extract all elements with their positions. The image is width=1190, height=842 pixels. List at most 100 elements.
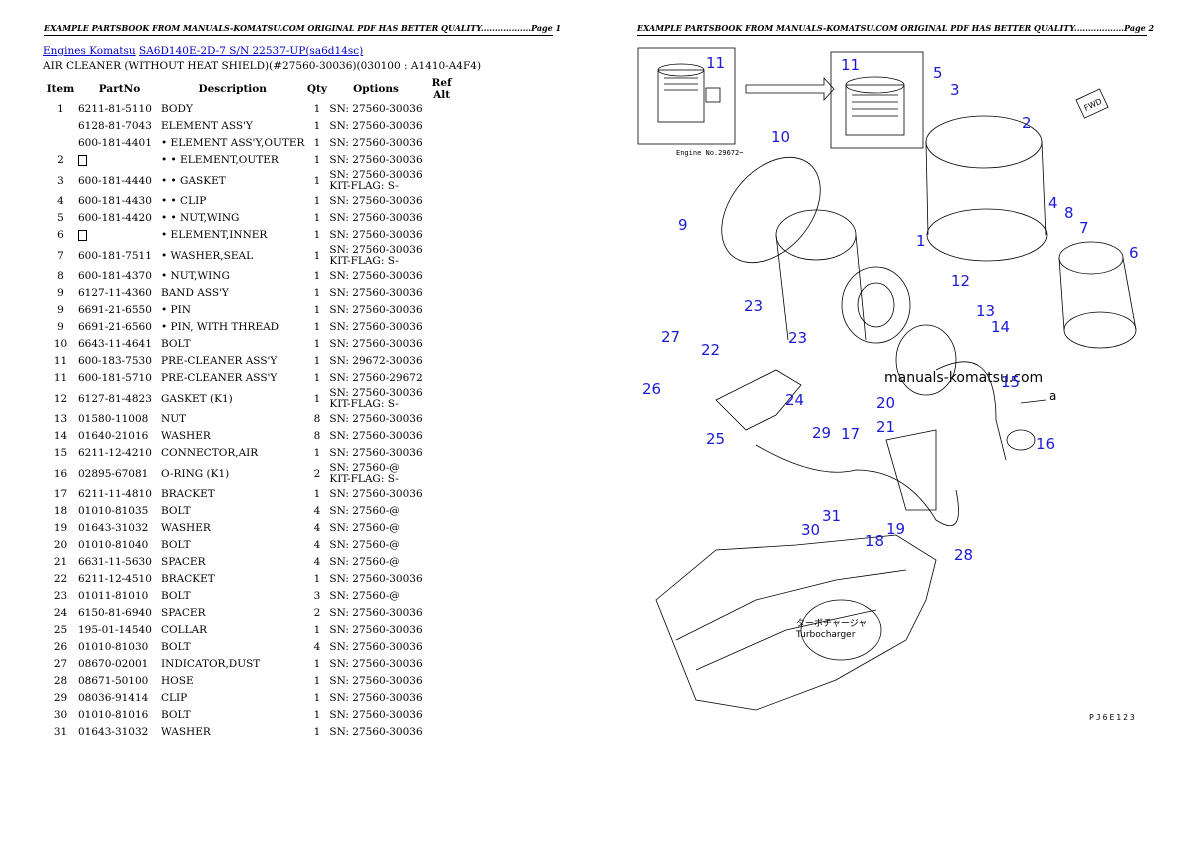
callout-28: 28	[954, 546, 973, 564]
cell-options: SN: 27560-30036	[329, 430, 423, 442]
callout-14: 14	[991, 318, 1010, 336]
cell-ref-alt	[423, 210, 461, 227]
cell-partno: 6128-81-7043	[78, 120, 152, 132]
cell-partno: 600-183-7530	[78, 355, 152, 367]
cell-ref-alt	[423, 302, 461, 319]
cell-description: SPACER	[161, 556, 206, 568]
cell-ref-alt	[423, 387, 461, 411]
inner-element-drawing	[1058, 241, 1137, 349]
page-header-right: EXAMPLE PARTSBOOK FROM MANUALS-KOMATSU.C…	[637, 23, 1154, 36]
callout-26: 26	[642, 380, 661, 398]
cell-item: 2	[57, 154, 64, 166]
cell-item: 9	[57, 304, 64, 316]
cell-description: O-RING (K1)	[161, 467, 230, 480]
cell-description: WASHER	[161, 430, 211, 442]
cell-description: • ELEMENT,INNER	[161, 229, 268, 241]
cell-partno: 600-181-4370	[78, 270, 152, 282]
precleaner-frame	[830, 51, 924, 149]
callout-24: 24	[785, 391, 804, 409]
cell-description: • ELEMENT ASS'Y,OUTER	[161, 137, 305, 149]
cell-description: INDICATOR,DUST	[161, 658, 261, 670]
cell-description: BRACKET	[161, 573, 215, 585]
cell-ref-alt	[423, 503, 461, 520]
cell-qty: 1	[313, 624, 321, 636]
callout-17: 17	[841, 425, 860, 443]
callout-25: 25	[706, 430, 725, 448]
cell-partno	[78, 152, 161, 169]
cell-item: 16	[53, 467, 68, 480]
cell-description: COLLAR	[161, 624, 208, 636]
cell-description: HOSE	[161, 675, 194, 687]
callout-13: 13	[976, 302, 995, 320]
cell-description: BOLT	[161, 505, 191, 517]
cell-options: SN: 27560-30036	[329, 447, 423, 459]
cell-ref-alt	[423, 319, 461, 336]
cell-partno: 01643-31032	[78, 726, 149, 738]
cell-description: ELEMENT ASS'Y	[161, 120, 253, 132]
cell-options: SN: 27560-30036	[329, 709, 423, 721]
cell-ref-alt	[423, 605, 461, 622]
cell-qty: 1	[313, 103, 321, 115]
cell-qty: 1	[313, 709, 321, 721]
cell-item: 13	[53, 413, 68, 425]
cell-qty: 1	[313, 270, 321, 282]
cell-description: BOLT	[161, 539, 191, 551]
cell-qty: 1	[313, 229, 321, 241]
cell-item: 4	[57, 195, 64, 207]
cell-ref-alt	[423, 118, 461, 135]
cell-description: BRACKET	[161, 488, 215, 500]
cell-item: 23	[53, 590, 68, 602]
cell-qty: 1	[313, 392, 321, 405]
cell-options: SN: 27560-30036	[329, 304, 423, 316]
missing-part-box-icon	[78, 229, 87, 241]
cell-options: SN: 27560-30036	[329, 229, 423, 241]
cell-partno: 600-181-4401	[78, 137, 152, 149]
cell-item: 21	[53, 556, 68, 568]
cell-partno: 600-181-4440	[78, 174, 152, 187]
cell-ref-alt	[423, 169, 461, 193]
col-header-ref-alt: Ref Alt	[431, 77, 452, 101]
cell-options: SN: 27560-30036	[329, 641, 423, 653]
bracket-drawing	[715, 369, 802, 431]
cell-description: • • GASKET	[161, 174, 226, 187]
cell-partno: 195-01-14540	[78, 624, 152, 636]
missing-part-box-icon	[78, 154, 87, 166]
cell-ref-alt	[423, 370, 461, 387]
cell-item: 30	[53, 709, 68, 721]
cell-item: 26	[53, 641, 68, 653]
cell-item: 9	[57, 321, 64, 333]
cell-qty: 1	[313, 355, 321, 367]
col-header-qty: Qty	[306, 83, 327, 95]
cell-ref-alt	[423, 227, 461, 244]
cell-qty: 4	[313, 505, 321, 517]
cell-qty: 1	[313, 174, 321, 187]
cell-options: SN: 27560-30036	[329, 212, 423, 224]
cell-partno: 01580-11008	[78, 413, 149, 425]
cell-qty: 1	[313, 692, 321, 704]
cell-ref-alt	[423, 152, 461, 169]
cell-description: GASKET (K1)	[161, 392, 233, 405]
cell-qty: 1	[313, 726, 321, 738]
cell-partno: 08671-50100	[78, 675, 149, 687]
breadcrumb-link-engines[interactable]: Engines Komatsu	[43, 45, 136, 57]
callout-29: 29	[812, 424, 831, 442]
cell-item: 17	[53, 488, 68, 500]
cell-description: • WASHER,SEAL	[161, 249, 254, 262]
cell-partno: 6643-11-4641	[78, 338, 152, 350]
bracket-17-drawing	[885, 429, 937, 511]
cell-ref-alt	[423, 353, 461, 370]
cell-partno: 02895-67081	[78, 467, 149, 480]
breadcrumb-link-model[interactable]: SA6D140E-2D-7 S/N 22537-UP(sa6d14sc)	[139, 45, 364, 57]
cell-ref-alt	[423, 135, 461, 152]
cell-partno: 6150-81-6940	[78, 607, 152, 619]
